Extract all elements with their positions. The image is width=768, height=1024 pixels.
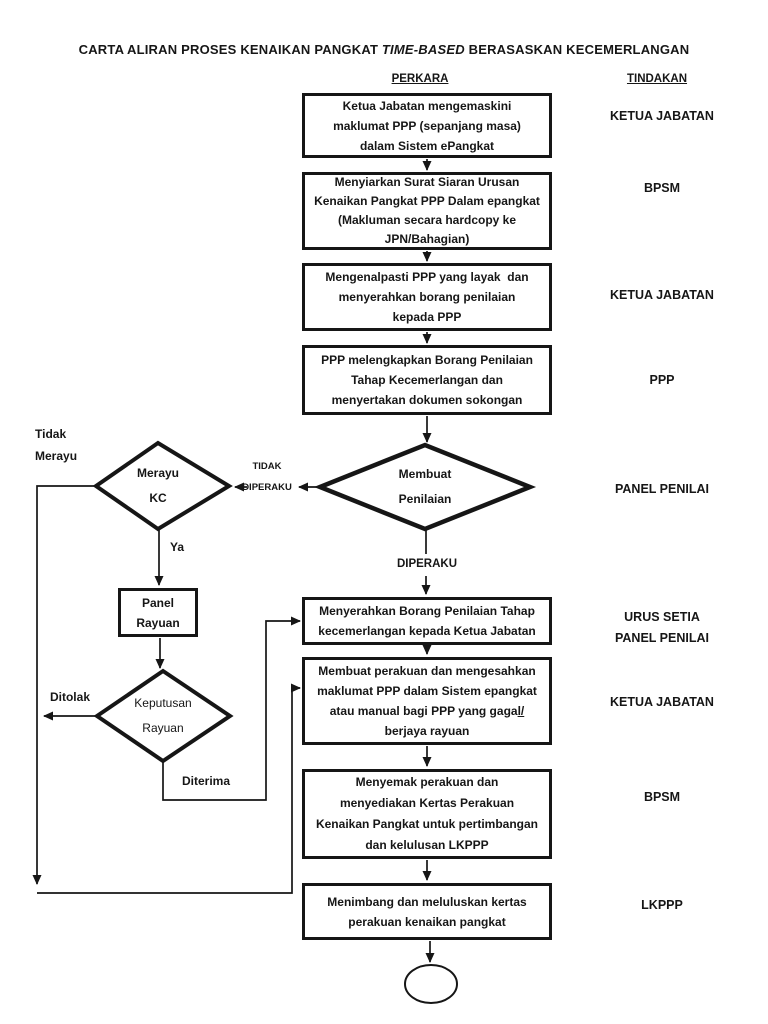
edge-label-diperaku: DIPERAKU (396, 558, 458, 570)
action-label-1: KETUA JABATAN (610, 109, 714, 123)
panel-rayuan-box: Panel Rayuan (118, 588, 198, 637)
action-label-2: BPSM (643, 181, 681, 195)
decision-membuat-penilaian-label: Membuat Penilaian (398, 467, 452, 506)
column-header-perkara: PERKARA (391, 73, 449, 85)
action-label-3: KETUA JABATAN (610, 288, 714, 302)
decision-keputusan-rayuan-label: Keputusan Rayuan (134, 696, 192, 735)
process-box-6: Membuat perakuan dan mengesahkan makluma… (302, 657, 552, 745)
terminator-circle (404, 964, 458, 1004)
edge-label-ya: Ya (170, 540, 185, 554)
action-label-5: PANEL PENILAI (615, 482, 709, 496)
edge-label-ditolak: Ditolak (49, 690, 90, 704)
action-label-4: PPP (649, 373, 675, 387)
process-box-3: Mengenalpasti PPP yang layak dan menyera… (302, 263, 552, 331)
title-italic-segment: TIME-BASED (381, 42, 465, 57)
action-label-9: LKPPP (641, 898, 683, 912)
page-title: CARTA ALIRAN PROSES KENAIKAN PANGKAT TIM… (78, 42, 690, 57)
process-box-4: PPP melengkapkan Borang Penilaian Tahap … (302, 345, 552, 415)
process-box-2: Menyiarkan Surat Siaran Urusan Kenaikan … (302, 172, 552, 250)
edge-label-tidak-diperaku: TIDAK DIPERAKU (242, 461, 292, 493)
process-box-7: Menyemak perakuan dan menyediakan Kertas… (302, 769, 552, 859)
edge-label-diterima: Diterima (181, 774, 231, 788)
decision-merayu-kc-label: Merayu KC (136, 466, 180, 505)
line-tidak-merayu-down (32, 485, 95, 885)
underlined-text: l/ (517, 704, 525, 718)
process-box-1: Ketua Jabatan mengemaskini maklumat PPP … (302, 93, 552, 158)
column-header-tindakan: TINDAKAN (626, 73, 688, 85)
action-label-8: BPSM (643, 790, 681, 804)
process-box-5: Menyerahkan Borang Penilaian Tahap kecem… (302, 597, 552, 645)
edge-label-tidak-merayu: Tidak Merayu (35, 427, 78, 463)
action-label-6: URUS SETIA PANEL PENILAI (615, 610, 709, 645)
action-label-7: KETUA JABATAN (610, 695, 714, 709)
process-box-8: Menimbang dan meluluskan kertas perakuan… (302, 883, 552, 940)
